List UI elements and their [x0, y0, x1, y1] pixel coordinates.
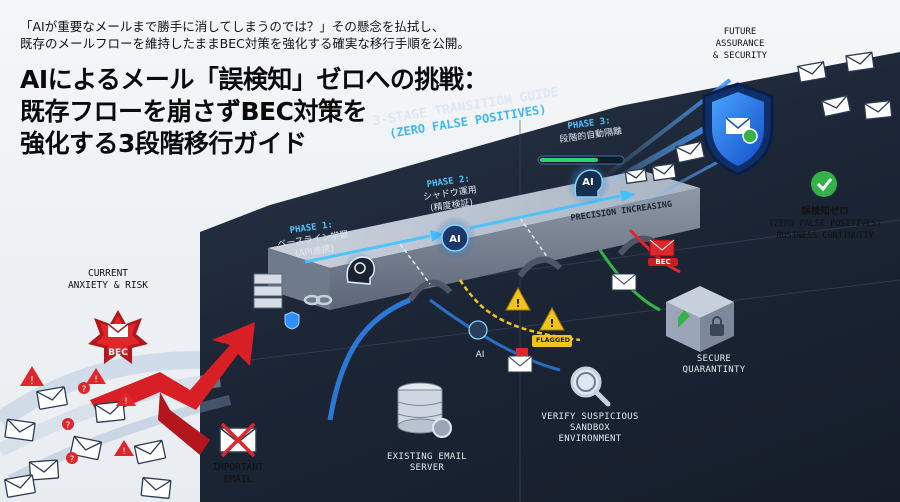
svg-text:!: !: [549, 317, 554, 330]
left-email-icons: [4, 386, 172, 499]
sandbox-line-1: VERIFY SUSPICIOUS: [541, 412, 639, 422]
future-line-2: ASSURANCE: [715, 39, 765, 49]
quarantine-line-1: SECURE: [696, 354, 732, 364]
red-risk-arrow: [90, 322, 255, 455]
bec-badge-label: BEC: [108, 348, 128, 358]
right-email-icons: [624, 51, 893, 185]
ai-small-label: AI: [475, 350, 485, 360]
existing-server-caption: EXISTING EMAIL SERVER: [372, 452, 482, 474]
server-icon-phase1: [253, 273, 283, 309]
server-line-1: EXISTING EMAIL: [386, 452, 468, 462]
title-line-1: AIによるメール「誤検知」ゼロへの挑戦：: [20, 65, 488, 94]
svg-text:?: ?: [82, 385, 87, 395]
email-flag-icon: [507, 348, 533, 373]
chain-icon: [303, 294, 333, 306]
svg-text:?: ?: [70, 455, 75, 465]
svg-text:!: !: [94, 375, 98, 385]
important-line-1: IMPORTANT: [212, 462, 264, 473]
shield-icon: [702, 82, 774, 176]
warning-email-icons: ! !: [505, 286, 572, 347]
email-green-flow: [611, 273, 637, 291]
existing-email-server-icon: [397, 382, 452, 438]
sandbox-caption: VERIFY SUSPICIOUS SANDBOX ENVIRONMENT: [530, 412, 650, 445]
zero-en: (ZERO FALSE POSITIVES): [768, 219, 882, 229]
svg-text:!: !: [124, 397, 128, 407]
sandbox-line-3: ENVIRONMENT: [558, 434, 622, 444]
phase3-progress-bar: [537, 155, 625, 165]
check-icon: [811, 171, 837, 197]
bec-red-email: [649, 239, 675, 257]
risk-line-1: CURRENT: [87, 268, 129, 279]
shield-small-icon: [284, 311, 300, 330]
header-subtitle: 「AIが重要なメールまで勝手に消してしまうのでは？」その懸念を払拭し、 既存のメ…: [20, 18, 580, 52]
quarantine-box-icon: [666, 286, 734, 352]
svg-text:!: !: [122, 447, 126, 457]
question-icons: ? ? ?: [62, 382, 90, 465]
zero-jp: 誤検知ゼロ: [801, 206, 849, 217]
ai-chip-label: AI: [449, 234, 460, 245]
crossed-important-email-icon: [219, 422, 257, 458]
business-continuity: BUSINESS CONTINUITY: [776, 231, 874, 241]
warning-icons-left: ! ! ! !: [20, 366, 136, 457]
svg-text:!: !: [30, 374, 34, 387]
risk-line-2: ANXIETY & RISK: [67, 280, 149, 291]
subtitle-line-1: 「AIが重要なメールまで勝手に消してしまうのでは？」その懸念を払拭し、: [20, 19, 445, 34]
sandbox-line-2: SANDBOX: [569, 423, 611, 433]
bec-tag: BEC: [648, 258, 678, 266]
zero-false-positives-caption: 誤検知ゼロ (ZERO FALSE POSITIVES) BUSINESS CO…: [752, 206, 898, 242]
future-line-3: & SECURITY: [712, 51, 768, 61]
bec-badge: [88, 310, 148, 364]
title-line-3: 強化する3段階移行ガイド: [20, 129, 307, 158]
important-email-caption: IMPORTANT EMAIL: [190, 462, 286, 486]
brain-head-icon: [342, 252, 378, 288]
quarantine-line-2: QUARANTINTY: [682, 365, 746, 375]
magnifier-icon: [570, 366, 611, 407]
flagged-label: FLAGGED: [535, 336, 571, 344]
ai-head-phase3: AI: [566, 161, 610, 205]
subtitle-line-2: 既存のメールフローを維持したままBEC対策を強化する確実な移行手順を公開。: [20, 36, 470, 51]
future-line-1: FUTURE: [723, 27, 757, 37]
page-title: AIによるメール「誤検知」ゼロへの挑戦： 既存フローを崩さずBEC対策を 強化す…: [20, 64, 580, 160]
ai-brain-phase2: AI: [433, 216, 477, 260]
svg-text:!: !: [515, 297, 520, 310]
server-line-2: SERVER: [409, 463, 445, 473]
brain-small-icon: [468, 320, 488, 340]
important-line-2: EMAIL: [223, 474, 253, 485]
svg-text:?: ?: [66, 421, 71, 431]
svg-text:AI: AI: [582, 177, 593, 188]
title-line-2: 既存フローを崩さずBEC対策を: [20, 97, 367, 126]
current-risk-caption: CURRENT ANXIETY & RISK: [48, 268, 168, 292]
quarantine-caption: SECURE QUARANTINTY: [664, 354, 764, 376]
future-caption: FUTURE ASSURANCE & SECURITY: [700, 26, 780, 62]
